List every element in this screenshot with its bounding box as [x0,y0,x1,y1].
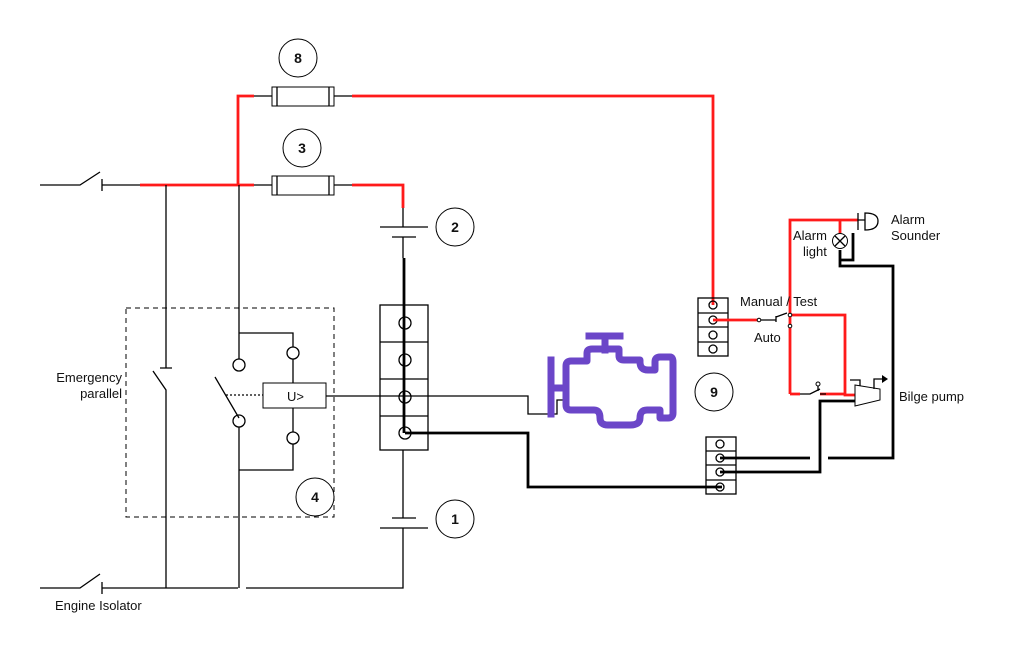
live-bus [140,94,254,187]
engine-icon [547,332,677,429]
relay-label: U> [287,389,304,404]
alarm-sounder-label-2: Sounder [891,228,941,243]
battery-1-icon [246,450,428,589]
callout-9: 9 [694,372,734,412]
alarm-light-label: Alarm [793,228,827,243]
terminal-block-alarm [697,297,729,357]
callout-2-label: 2 [451,219,459,235]
engine-negative-wire [405,431,722,489]
emergency-parallel-switch-icon [152,185,172,588]
callout-8-label: 8 [294,50,302,66]
fuse-8-feed [352,94,715,305]
callout-1-label: 1 [451,511,459,527]
callout-4: 4 [295,477,335,517]
callout-2: 2 [435,207,475,247]
alarm-light-label-2: light [803,244,827,259]
top-switch-icon [40,171,140,191]
callout-1: 1 [435,499,475,539]
manual-test-label: Manual / Test [740,294,817,309]
callout-8: 8 [278,38,318,78]
manual-auto-switch-icon[interactable] [756,312,793,329]
callout-9-label: 9 [710,384,718,400]
engine-isolator-label: Engine Isolator [55,598,142,613]
battery-2-icon [380,208,428,258]
alarm-light-icon [832,233,848,249]
terminal-block-main [379,304,429,451]
relay-switch [214,185,327,588]
emergency-parallel-label: Emergency [56,370,122,385]
terminal-block-pump [705,436,737,495]
bilge-pump-label: Bilge pump [899,389,964,404]
relay-to-engine-wire [326,395,566,415]
float-switch-icon [800,381,826,395]
bilge-pump-icon [850,375,888,407]
fuse-8-icon [254,86,352,107]
auto-label: Auto [754,330,781,345]
pump-return-wires [720,233,895,474]
alarm-sounder-icon [857,212,879,231]
emergency-parallel-label-2: parallel [80,386,122,401]
alarm-sounder-label: Alarm [891,212,925,227]
callout-3: 3 [282,128,322,168]
fuse-3-feed [352,183,405,208]
engine-isolator-switch-icon [40,573,238,594]
alarm-circuit [713,218,858,397]
callout-4-label: 4 [311,489,319,505]
protection-box [125,307,335,518]
callout-3-label: 3 [298,140,306,156]
fuse-3-icon [254,175,352,196]
